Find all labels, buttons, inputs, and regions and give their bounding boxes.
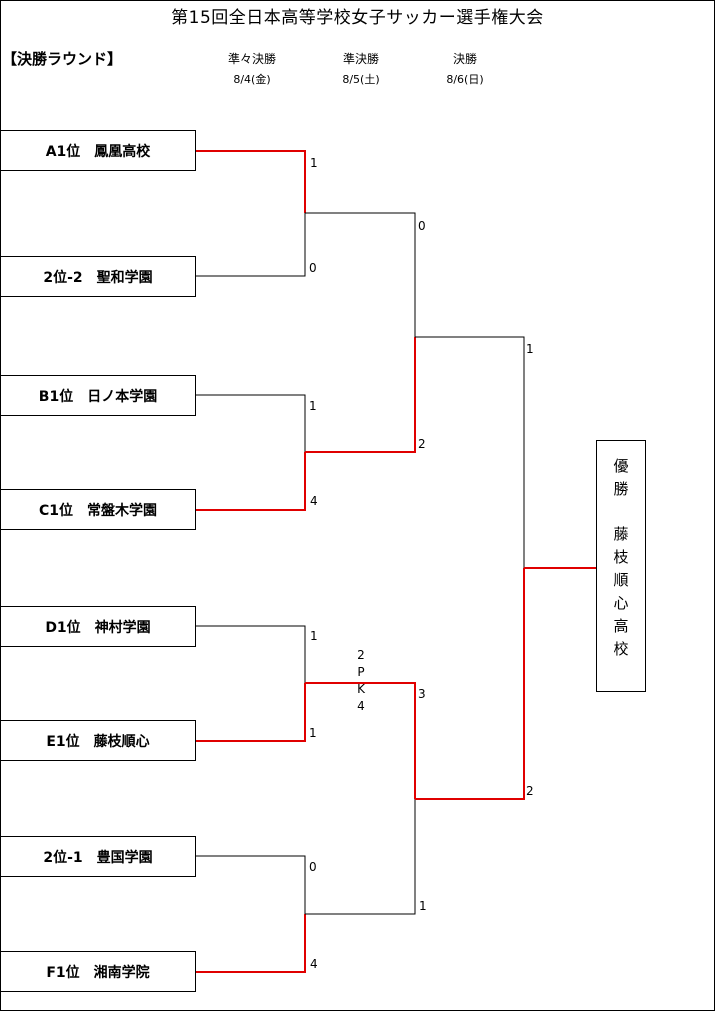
team-box-2: 2位-2 聖和学園 bbox=[0, 256, 196, 297]
pk-note-2: P bbox=[357, 665, 365, 679]
team-name: 神村学園 bbox=[94, 619, 151, 636]
champion-name-char: 藤 bbox=[613, 525, 629, 543]
champion-label-char: 優 bbox=[613, 457, 629, 475]
line-qf3-top bbox=[196, 625, 306, 683]
team-seed: C1位 bbox=[38, 502, 73, 519]
score-qf3-top: 1 bbox=[310, 629, 318, 643]
team-seed: F1位 bbox=[46, 964, 80, 981]
score-sf2-bottom: 1 bbox=[419, 899, 427, 913]
line-final-bottom bbox=[415, 568, 525, 800]
team-seed: D1位 bbox=[45, 619, 81, 636]
champion-name-char: 校 bbox=[613, 640, 629, 658]
pk-note-1: 2 bbox=[357, 648, 365, 662]
round-date-final: 8/6(日) bbox=[446, 73, 484, 86]
champion-name-char: 枝 bbox=[613, 548, 629, 566]
team-box-1: A1位鳳凰高校 bbox=[0, 130, 196, 171]
score-sf1-top: 0 bbox=[418, 219, 426, 233]
score-qf1-top: 1 bbox=[310, 156, 318, 170]
score-qf3-bottom: 1 bbox=[309, 726, 317, 740]
score-sf1-bottom: 2 bbox=[418, 437, 426, 451]
team-seed: 2位-2 bbox=[43, 269, 83, 286]
line-qf2-bottom bbox=[196, 452, 306, 511]
champion-label-char: 勝 bbox=[613, 480, 629, 498]
score-qf4-bottom: 4 bbox=[310, 957, 318, 971]
team-name: 日ノ本学園 bbox=[87, 388, 158, 405]
champion-name-char: 高 bbox=[613, 617, 629, 635]
score-final-top: 1 bbox=[526, 342, 534, 356]
line-sf1-bottom bbox=[305, 337, 416, 453]
score-sf2-top: 3 bbox=[418, 687, 426, 701]
team-box-5: D1位神村学園 bbox=[0, 606, 196, 647]
round-label-quarterfinal: 準々決勝 bbox=[227, 52, 276, 66]
pk-note-4: 4 bbox=[357, 699, 365, 713]
line-sf1-top bbox=[305, 212, 416, 337]
line-sf2-top bbox=[305, 682, 416, 799]
line-final-top bbox=[415, 336, 525, 568]
team-box-4: C1位常盤木学園 bbox=[0, 489, 196, 530]
team-name: 豊国学園 bbox=[96, 849, 153, 866]
team-name: 湘南学院 bbox=[93, 964, 150, 981]
pk-note-3: K bbox=[357, 682, 365, 696]
team-seed: B1位 bbox=[38, 388, 74, 405]
round-label-final: 決勝 bbox=[452, 52, 477, 66]
team-box-8: F1位湘南学院 bbox=[0, 951, 196, 992]
tournament-title: 第15回全日本高等学校女子サッカー選手権大会 bbox=[171, 8, 544, 28]
team-name: 鳳凰高校 bbox=[94, 143, 151, 160]
team-seed: A1位 bbox=[45, 143, 81, 160]
round-date-semifinal: 8/5(土) bbox=[342, 73, 380, 86]
line-qf1-bottom bbox=[196, 213, 306, 277]
team-name: 常盤木学園 bbox=[87, 502, 157, 519]
champion-name-char: 順 bbox=[613, 571, 629, 589]
team-box-7: 2位-1 豊国学園 bbox=[0, 836, 196, 877]
team-box-3: B1位日ノ本学園 bbox=[0, 375, 196, 416]
team-name: 聖和学園 bbox=[96, 269, 153, 286]
team-seed: 2位-1 bbox=[43, 849, 83, 866]
line-qf4-bottom bbox=[196, 914, 306, 973]
team-box-6: E1位藤枝順心 bbox=[0, 720, 196, 761]
champion-name-char: 心 bbox=[613, 594, 629, 612]
line-qf1-top bbox=[196, 150, 306, 213]
champion-box: 優 勝 藤 枝 順 心 高 校 bbox=[596, 440, 646, 692]
line-qf3-bottom bbox=[196, 683, 306, 742]
score-qf2-top: 1 bbox=[309, 399, 317, 413]
line-qf2-top bbox=[196, 394, 306, 452]
team-seed: E1位 bbox=[46, 733, 80, 750]
score-qf2-bottom: 4 bbox=[310, 494, 318, 508]
score-qf1-bottom: 0 bbox=[309, 261, 317, 275]
section-label: 【決勝ラウンド】 bbox=[2, 50, 123, 68]
score-qf4-top: 0 bbox=[309, 860, 317, 874]
score-final-bottom: 2 bbox=[526, 784, 534, 798]
round-date-quarterfinal: 8/4(金) bbox=[233, 73, 271, 86]
line-sf2-bottom bbox=[305, 799, 416, 915]
team-name: 藤枝順心 bbox=[93, 733, 150, 750]
line-qf4-top bbox=[196, 855, 306, 914]
round-label-semifinal: 準決勝 bbox=[342, 52, 379, 66]
